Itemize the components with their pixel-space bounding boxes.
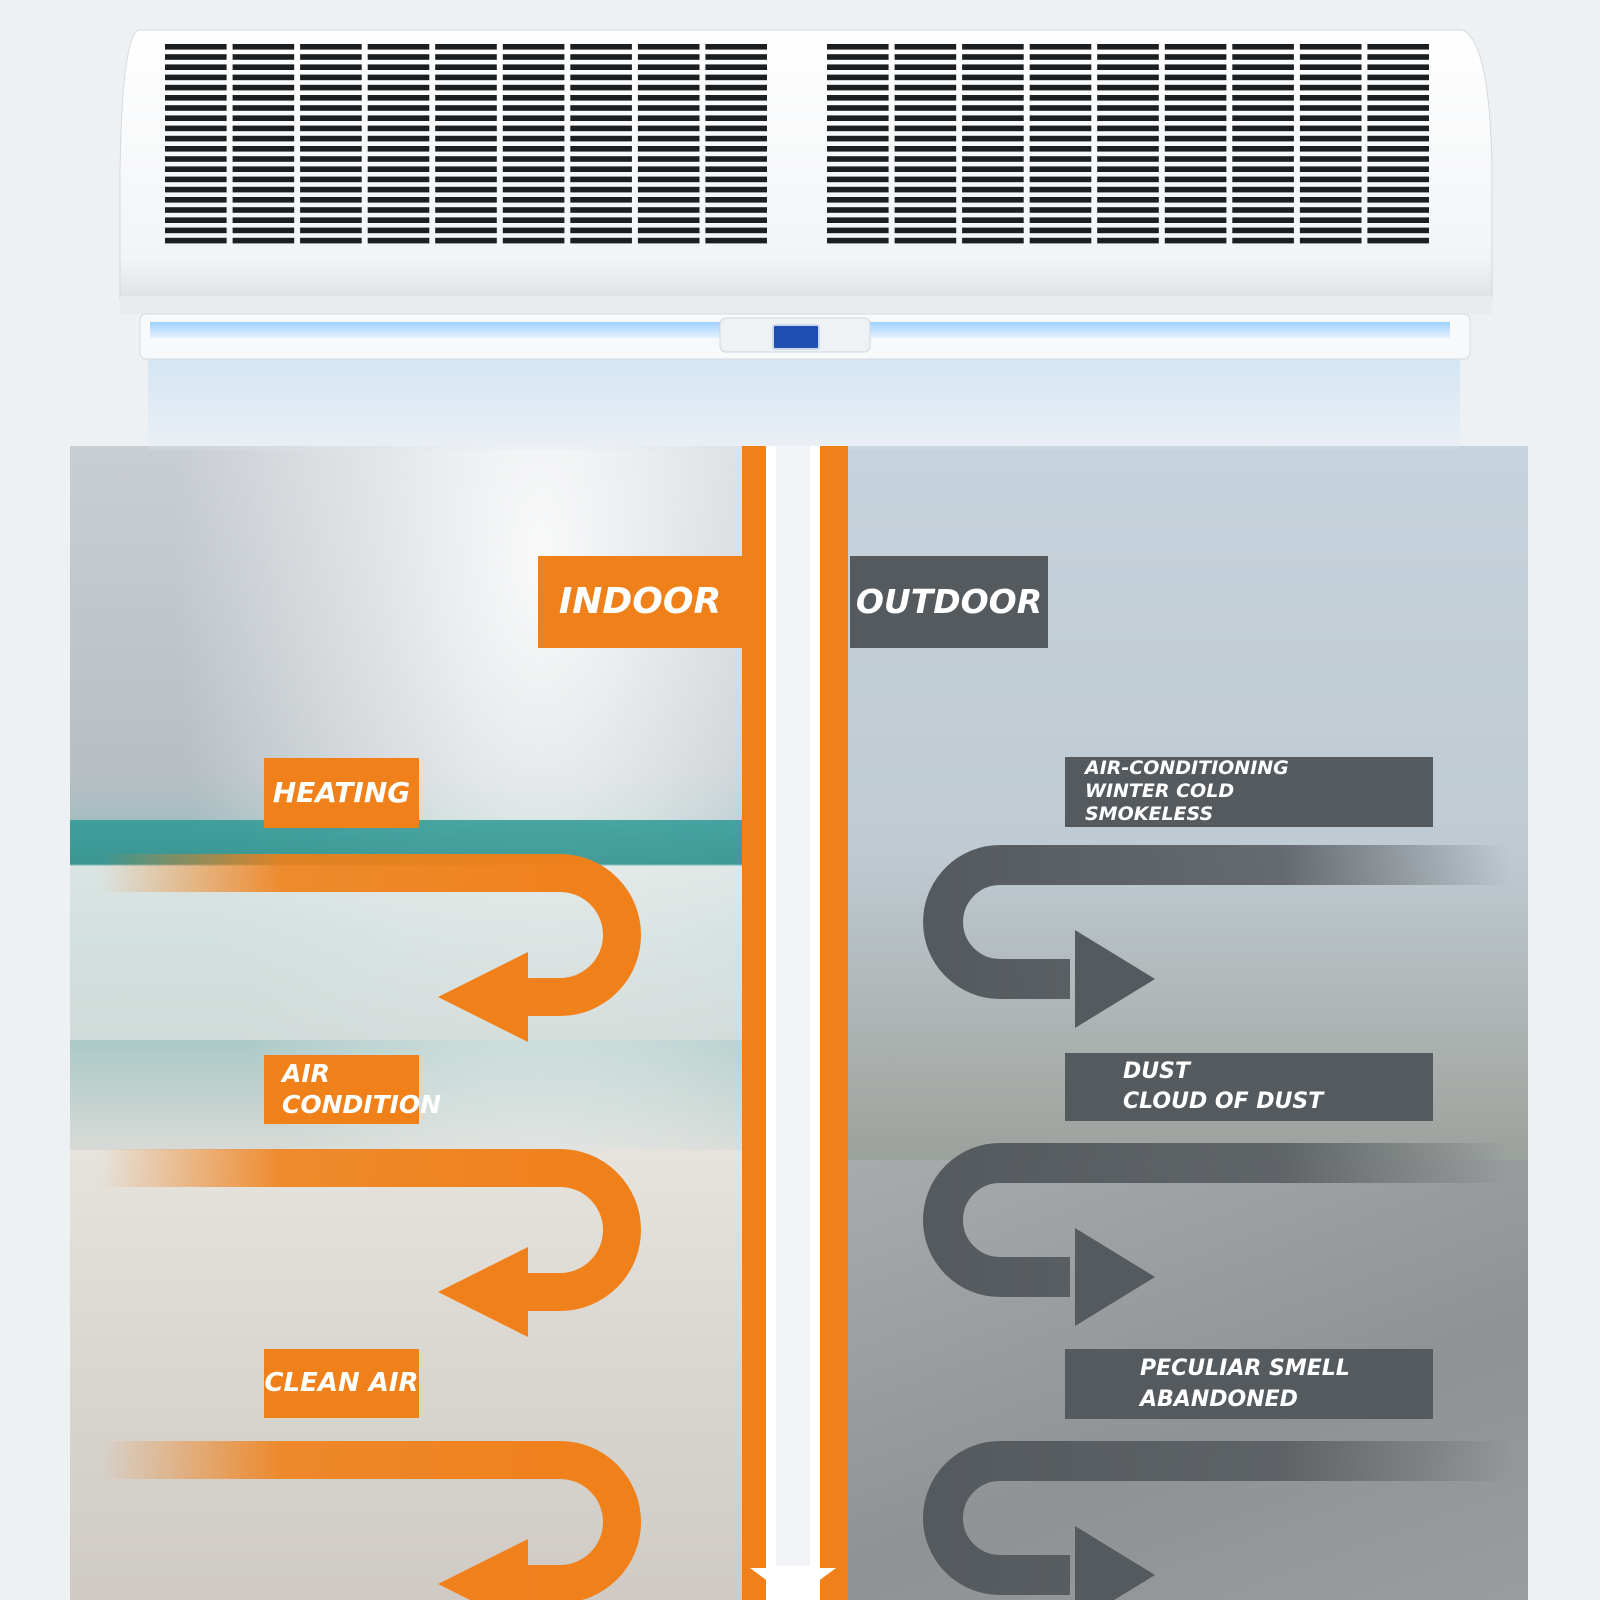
outdoor-2-line-1: DUST [1123,1059,1190,1084]
power-switch-icon[interactable] [772,324,820,350]
indoor-arrow-air-condition [100,1149,641,1337]
outdoor-1-line-2: WINTER COLD [1085,780,1235,802]
outdoor-arrow-1 [923,845,1510,1028]
air-curtain-device [119,29,1493,360]
indoor-label-clean-air: CLEAN AIR [264,1349,419,1418]
outdoor-3-line-1: PECULIAR SMELL [1140,1356,1350,1381]
outdoor-label-1: AIR-CONDITIONING WINTER COLD SMOKELESS [1065,757,1433,827]
indoor-arrow-heating [100,854,641,1042]
air-text: AIR [282,1059,330,1088]
clean-air-text: CLEAN AIR [264,1368,419,1398]
outdoor-arrow-2 [923,1143,1510,1326]
indoor-header-label: INDOOR [538,556,742,648]
outdoor-label-3: PECULIAR SMELL ABANDONED [1065,1349,1433,1419]
outdoor-3-line-2: ABANDONED [1140,1387,1298,1412]
outdoor-1-line-1: AIR-CONDITIONING [1085,757,1289,779]
outdoor-1-line-3: SMOKELESS [1085,803,1214,825]
outdoor-label-2: DUST CLOUD OF DUST [1065,1053,1433,1121]
indoor-label-air-condition: AIR CONDITION [264,1055,442,1124]
indoor-header-text: INDOOR [558,581,722,622]
outdoor-2-line-2: CLOUD OF DUST [1123,1089,1324,1114]
heating-text: HEATING [272,776,411,809]
condition-text: CONDITION [282,1090,442,1119]
outdoor-arrow-3 [923,1441,1510,1600]
outdoor-header-label: OUTDOOR [850,556,1048,648]
outdoor-header-text: OUTDOOR [855,582,1043,621]
indoor-label-heating: HEATING [264,758,419,828]
airflow-shaft [148,355,1460,450]
indoor-arrow-clean-air [100,1441,641,1600]
